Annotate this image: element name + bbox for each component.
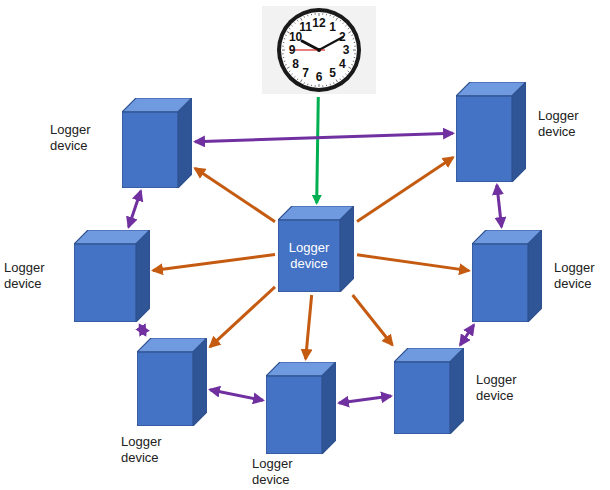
logger-device: Logger device [394,348,464,434]
logger-device: Logger device [278,206,354,292]
connector-arrow [353,295,393,345]
clock-number: 4 [339,58,346,70]
cube-shape [137,338,207,426]
device-label: Logger device [50,122,110,154]
cube-shape [266,362,336,454]
logger-device: Logger device [122,98,192,188]
device-label: Logger device [121,434,181,466]
clock-number: 1 [329,21,336,33]
connector-arrow [306,295,312,359]
device-label: Logger device [554,260,610,292]
device-label: Logger device [4,260,64,292]
connector-arrow [140,325,146,335]
connector-arrow [357,157,453,221]
logger-device: Logger device [456,82,526,182]
clock-number: 5 [329,67,336,79]
connector-arrow [460,325,474,345]
logger-device: Logger device [74,230,150,322]
connector-arrow [195,168,275,221]
cube-shape [74,230,150,322]
clock-number: 3 [343,44,350,56]
logger-device: Logger device [137,338,207,426]
clock-number: 6 [316,71,323,83]
connector-arrow [153,254,275,270]
cube-shape [456,82,526,182]
cube-shape [394,348,464,434]
clock-node: 121234567891011 [262,6,376,94]
device-label: Logger device [252,456,312,488]
clock-number: 7 [302,67,309,79]
connector-arrow [210,390,263,401]
logger-device: Logger device [472,230,542,322]
logger-device: Logger device [266,362,336,454]
connector-arrow [317,97,319,203]
connector-arrow [339,396,391,403]
clock-number: 9 [289,44,296,56]
clock-number: 8 [292,58,299,70]
cube-shape [472,230,542,322]
device-label: Logger device [476,372,536,404]
connector-arrow [129,191,141,227]
connector-arrow [497,185,502,227]
cube-shape [122,98,192,188]
clock-number: 11 [299,21,312,33]
connector-arrow [210,287,275,347]
connector-arrow [195,133,453,141]
clock-number: 2 [339,31,346,43]
clock-number: 12 [312,17,325,29]
device-label: Logger device [538,108,598,140]
connector-arrow [357,255,469,271]
device-label: Logger device [278,240,340,272]
